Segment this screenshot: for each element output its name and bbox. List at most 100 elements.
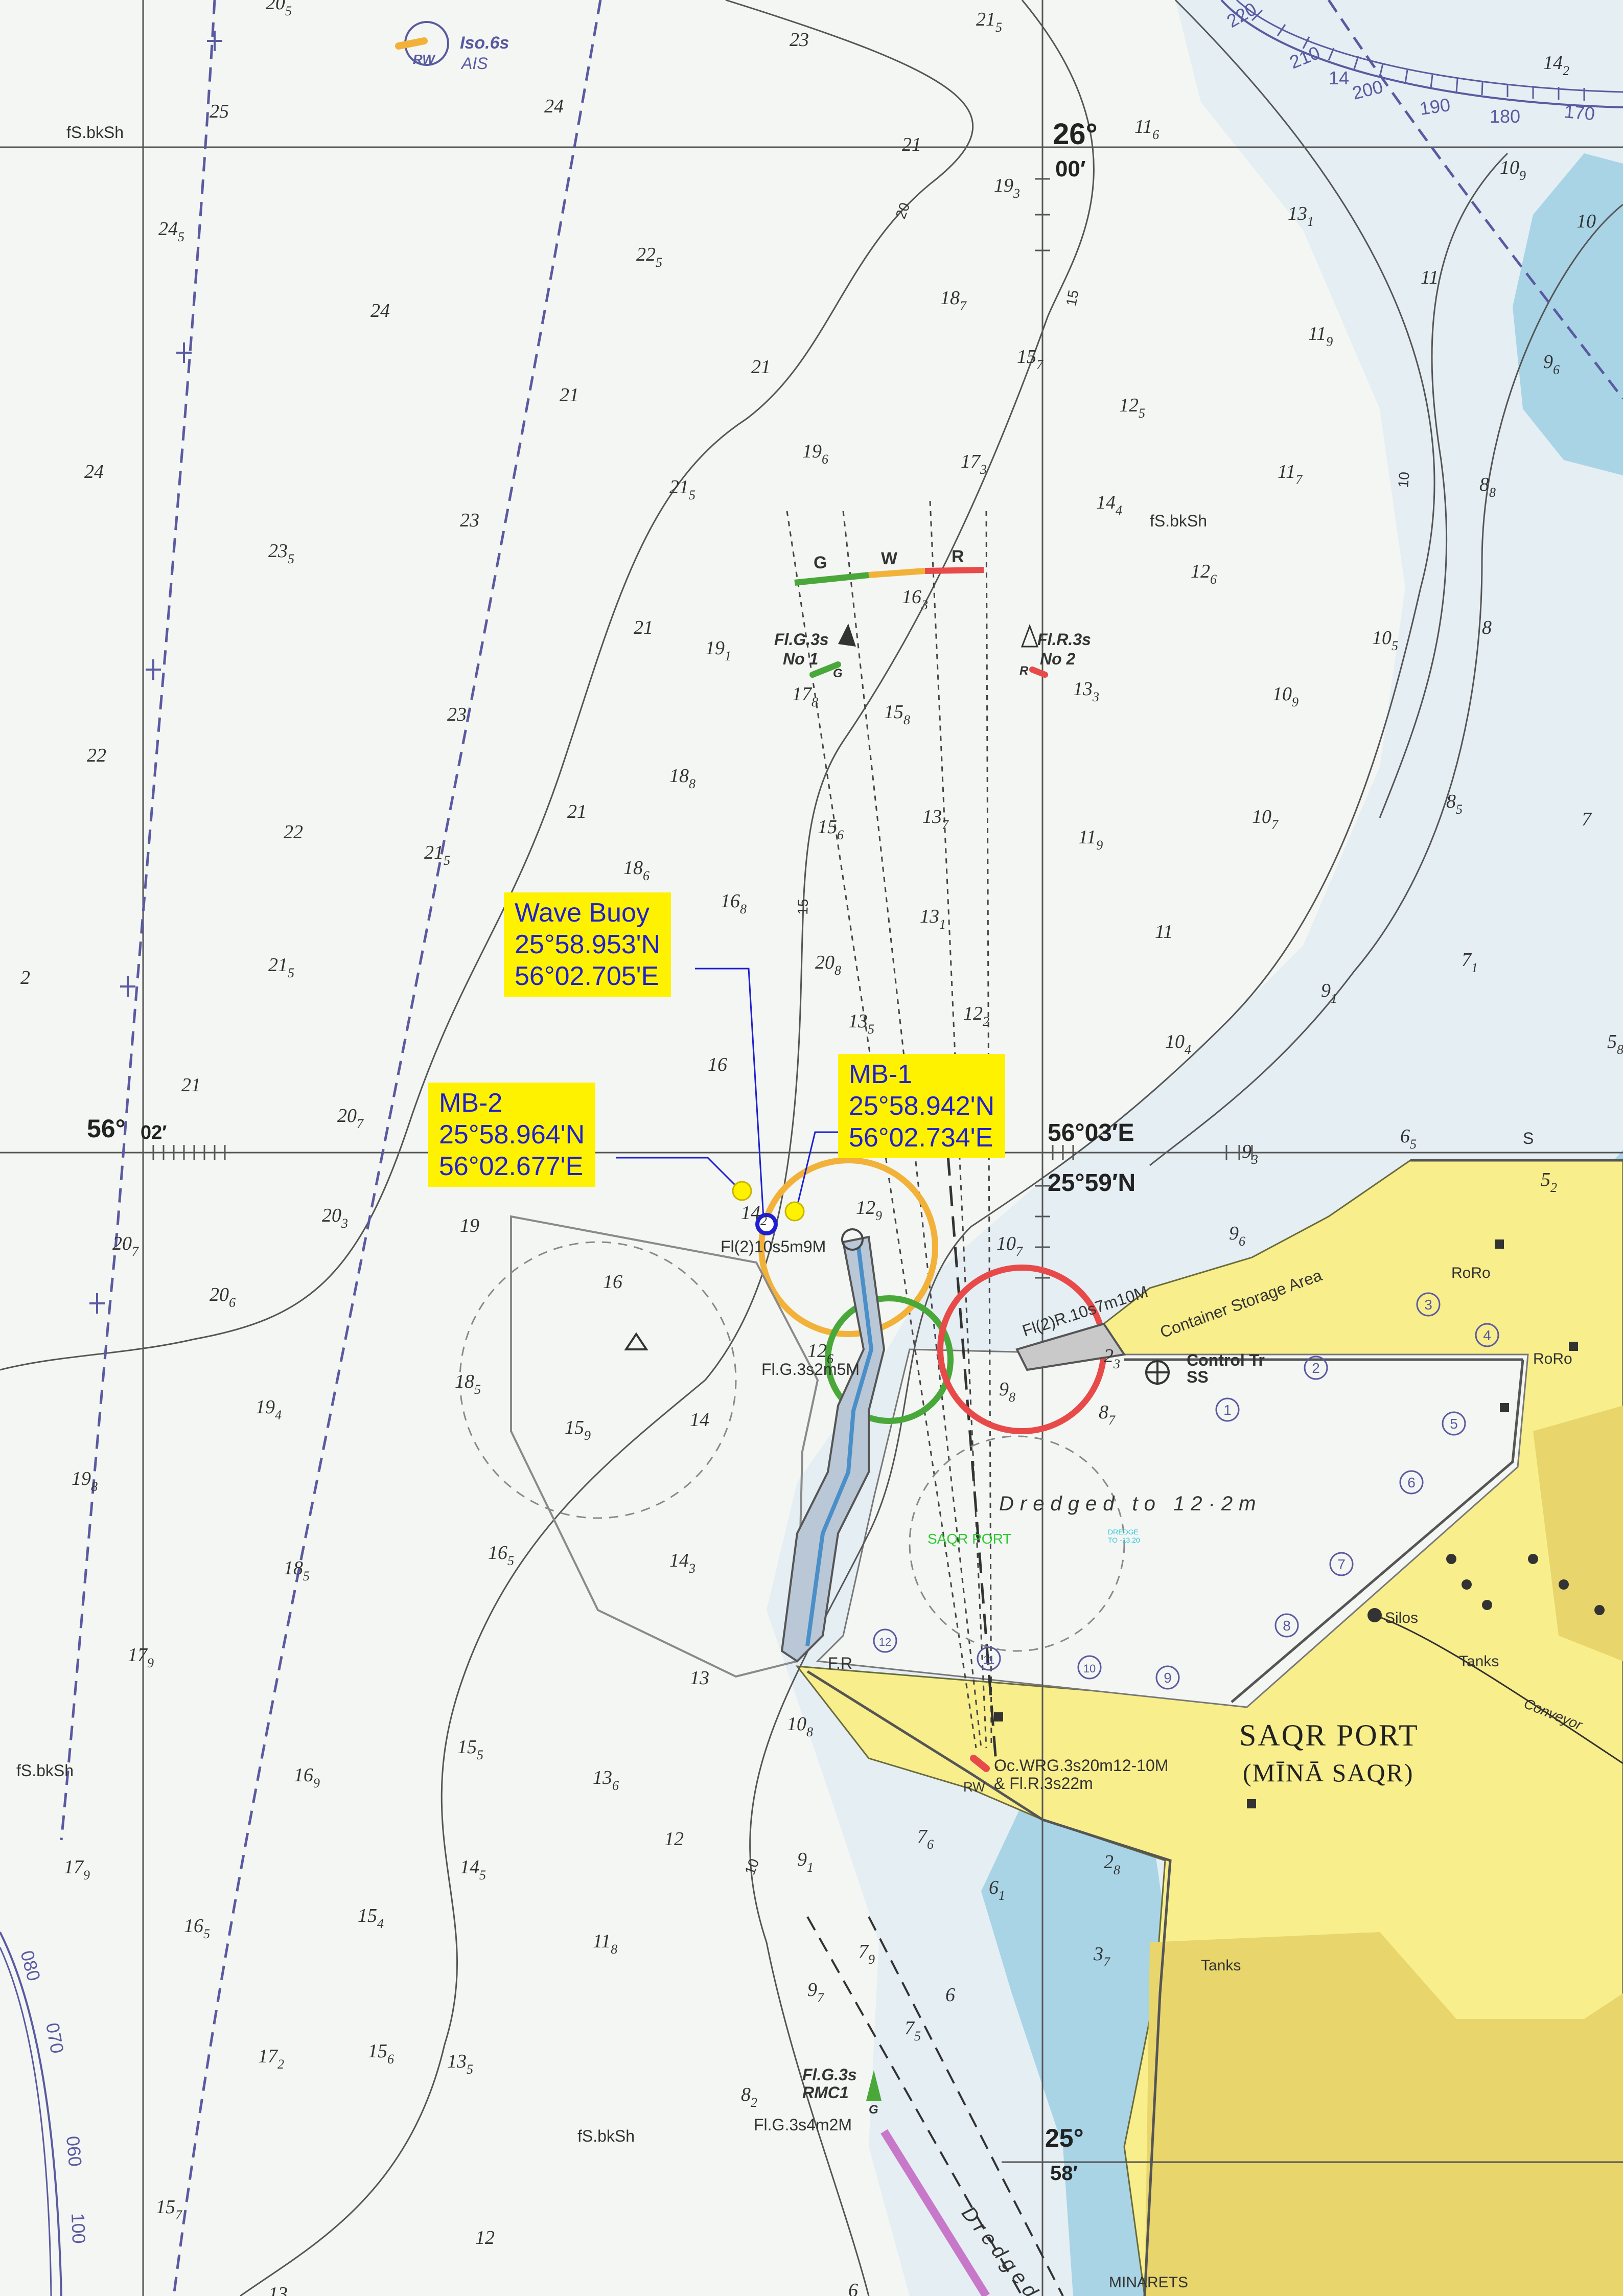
mb1-leader [794,1131,841,1217]
sounding-35: 8 [1482,617,1492,638]
wave-buoy-callout[interactable]: Wave Buoy 25°58.953'N 56°02.705'E [504,892,671,997]
depth-contour-10m-ne [1379,152,1509,818]
mb1-name: MB-1 [849,1060,913,1089]
sounding-104: 91 [797,1849,814,1875]
sounding-45: 137 [922,806,949,832]
sounding-109: 79 [859,1941,875,1967]
contour-label-10: 10 [1395,471,1412,489]
sounding-4: 24 [544,96,564,117]
rmc1-light-label: Fl.G.3s [802,2065,857,2084]
built-up-area [1145,1932,1623,2296]
compass-label-190: 190 [1418,94,1451,119]
sounding-105: 61 [989,1877,1005,1903]
east-breakwater [1015,1322,1126,1371]
turning-circle-west [459,1241,737,1519]
lower-green-light-label: Fl.G.3s4m2M [754,2116,852,2134]
sounding-68: 207 [337,1105,364,1131]
sounding-52: 215 [424,842,450,868]
sounding-107: 154 [358,1905,384,1931]
mb2-lon: 56°02.677'E [439,1152,584,1181]
sounding-66: 16 [708,1054,727,1075]
sounding-17: 21 [751,356,771,378]
mb2-marker[interactable] [732,1181,752,1201]
lat-25-59-label: 25°59′N [1048,1169,1135,1197]
berth-number-3: 3 [1424,1297,1432,1313]
minarets-label: MINARETS [1109,2274,1188,2291]
sounding-40: 178 [792,683,818,709]
sounding-85: 185 [455,1371,481,1397]
sounding-83: 87 [1099,1402,1116,1428]
mb1-lon: 56°02.734'E [849,1123,993,1153]
sounding-23: 24 [84,461,104,483]
rmc1-name: RMC1 [802,2083,849,2102]
sounding-58: 215 [268,954,294,980]
berth-circle-6 [1399,1470,1424,1495]
berth-number-8: 8 [1283,1618,1291,1634]
compass-label-14: 14 [1329,67,1349,88]
sounding-59: 208 [815,952,841,978]
sounding-92: 185 [284,1557,310,1583]
sounding-26: 117 [1278,461,1303,487]
wave-buoy-marker[interactable] [755,1213,778,1235]
sounding-44: 188 [669,765,695,791]
sounding-21: 96 [1543,351,1560,377]
sounding-93: 179 [128,1644,154,1670]
sounding-86: 14 [690,1409,709,1431]
sounding-69: 65 [1400,1126,1417,1152]
sounding-71: 52 [1541,1169,1557,1195]
lower-channel-marker [880,2129,990,2296]
compass-rose-top [1220,0,1623,108]
sounding-9: 131 [1288,203,1314,229]
sounding-19: 125 [1119,395,1145,421]
sounding-81: 126 [807,1340,833,1366]
breakwater-head-light-icon [841,1228,864,1251]
light-range-green [825,1295,954,1424]
mb1-callout[interactable]: MB-1 25°58.942'N 56°02.734'E [838,1054,1006,1158]
sounding-89: 198 [72,1468,98,1494]
sounding-14: 225 [636,244,662,270]
rmc1-letter: G [869,2103,878,2117]
berth-circle-3 [1416,1292,1441,1317]
sounding-0: 205 [266,0,292,18]
flg-no1-name: No 1 [783,650,818,668]
dredged-label: Dredged to 12·2m [999,1493,1262,1515]
sounding-29: 144 [1096,492,1122,518]
sounding-102: 179 [64,1856,90,1882]
sounding-3: 25 [210,101,229,122]
lon-56-02-label: 56° [87,1114,126,1143]
berth-circle-2 [1304,1356,1328,1380]
depth-contour-15m [240,0,1095,2296]
berth-number-12: 12 [879,1636,891,1648]
main-breakwater [780,1235,886,1663]
mb2-callout[interactable]: MB-2 25°58.964'N 56°02.677'E [428,1083,596,1187]
berth-number-4: 4 [1483,1327,1491,1343]
sounding-39: 109 [1272,683,1299,709]
sounding-16: 24 [370,300,390,322]
sounding-43: 23 [447,704,467,725]
sounding-120: 12 [475,2227,495,2248]
contour-label-15-s: 15 [795,899,811,915]
sounding-117: 82 [741,2084,757,2110]
ss-label: SS [1187,1368,1209,1386]
sounding-106: 165 [184,1915,210,1941]
sounding-73: 129 [856,1197,882,1223]
sounding-38: 133 [1073,678,1099,704]
green-buoy-no1-icon [838,624,856,647]
sounding-87: 194 [256,1396,282,1422]
leading-light-label-2: & Fl.R.3s22m [994,1774,1093,1793]
berth-circle-4 [1475,1323,1499,1347]
wave-buoy-lat: 25°58.953'N [515,930,661,959]
graticule-ticks [152,178,1253,1279]
sounding-111: 6 [945,1984,955,2006]
rw-label: RW [413,52,436,67]
sounding-50: 7 [1582,809,1592,830]
lon-56-02-min-label: 02′ [141,1122,167,1143]
dredge-note-1: DREDGE [1108,1528,1139,1536]
berth-circle-9 [1155,1665,1180,1690]
sounding-2: 215 [976,9,1002,35]
mb1-marker[interactable] [784,1201,805,1222]
sounding-34: 105 [1372,627,1398,653]
flg-no1-label: Fl.G.3s [774,630,829,649]
